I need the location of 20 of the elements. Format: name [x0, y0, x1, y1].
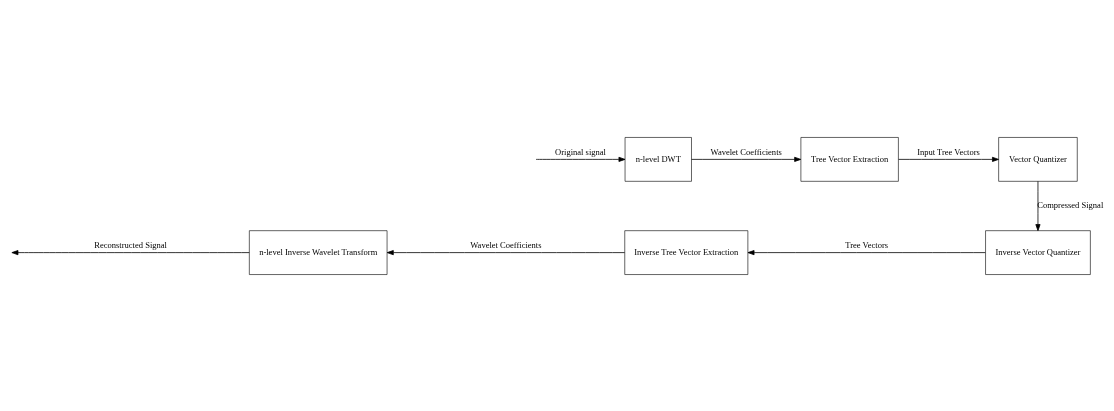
- arrow: [1035, 180, 1041, 231]
- edge-label: Tree Vectors: [845, 239, 889, 250]
- arrow: [691, 156, 802, 162]
- edge-label: Wavelet Coefficients: [710, 146, 782, 157]
- node-box: n-level DWT: [624, 136, 692, 182]
- edge-label: Wavelet Coefficients: [470, 239, 542, 250]
- node-box: Vector Quantizer: [998, 136, 1078, 182]
- arrow: [898, 156, 999, 162]
- arrow: [535, 156, 626, 162]
- node-box: Tree Vector Extraction: [800, 136, 899, 182]
- arrow: [11, 249, 250, 255]
- node-box: Inverse Tree Vector Extraction: [624, 229, 749, 275]
- node-box: n-level Inverse Wavelet Transform: [249, 229, 388, 275]
- arrow: [386, 249, 626, 255]
- arrow: [747, 249, 986, 255]
- node-box: Inverse Vector Quantizer: [985, 229, 1091, 275]
- edge-label: Reconstructed Signal: [94, 239, 167, 250]
- edge-label: Input Tree Vectors: [917, 146, 980, 157]
- edge-label: Compressed Signal: [1037, 199, 1104, 210]
- edge-label: Original signal: [555, 146, 606, 157]
